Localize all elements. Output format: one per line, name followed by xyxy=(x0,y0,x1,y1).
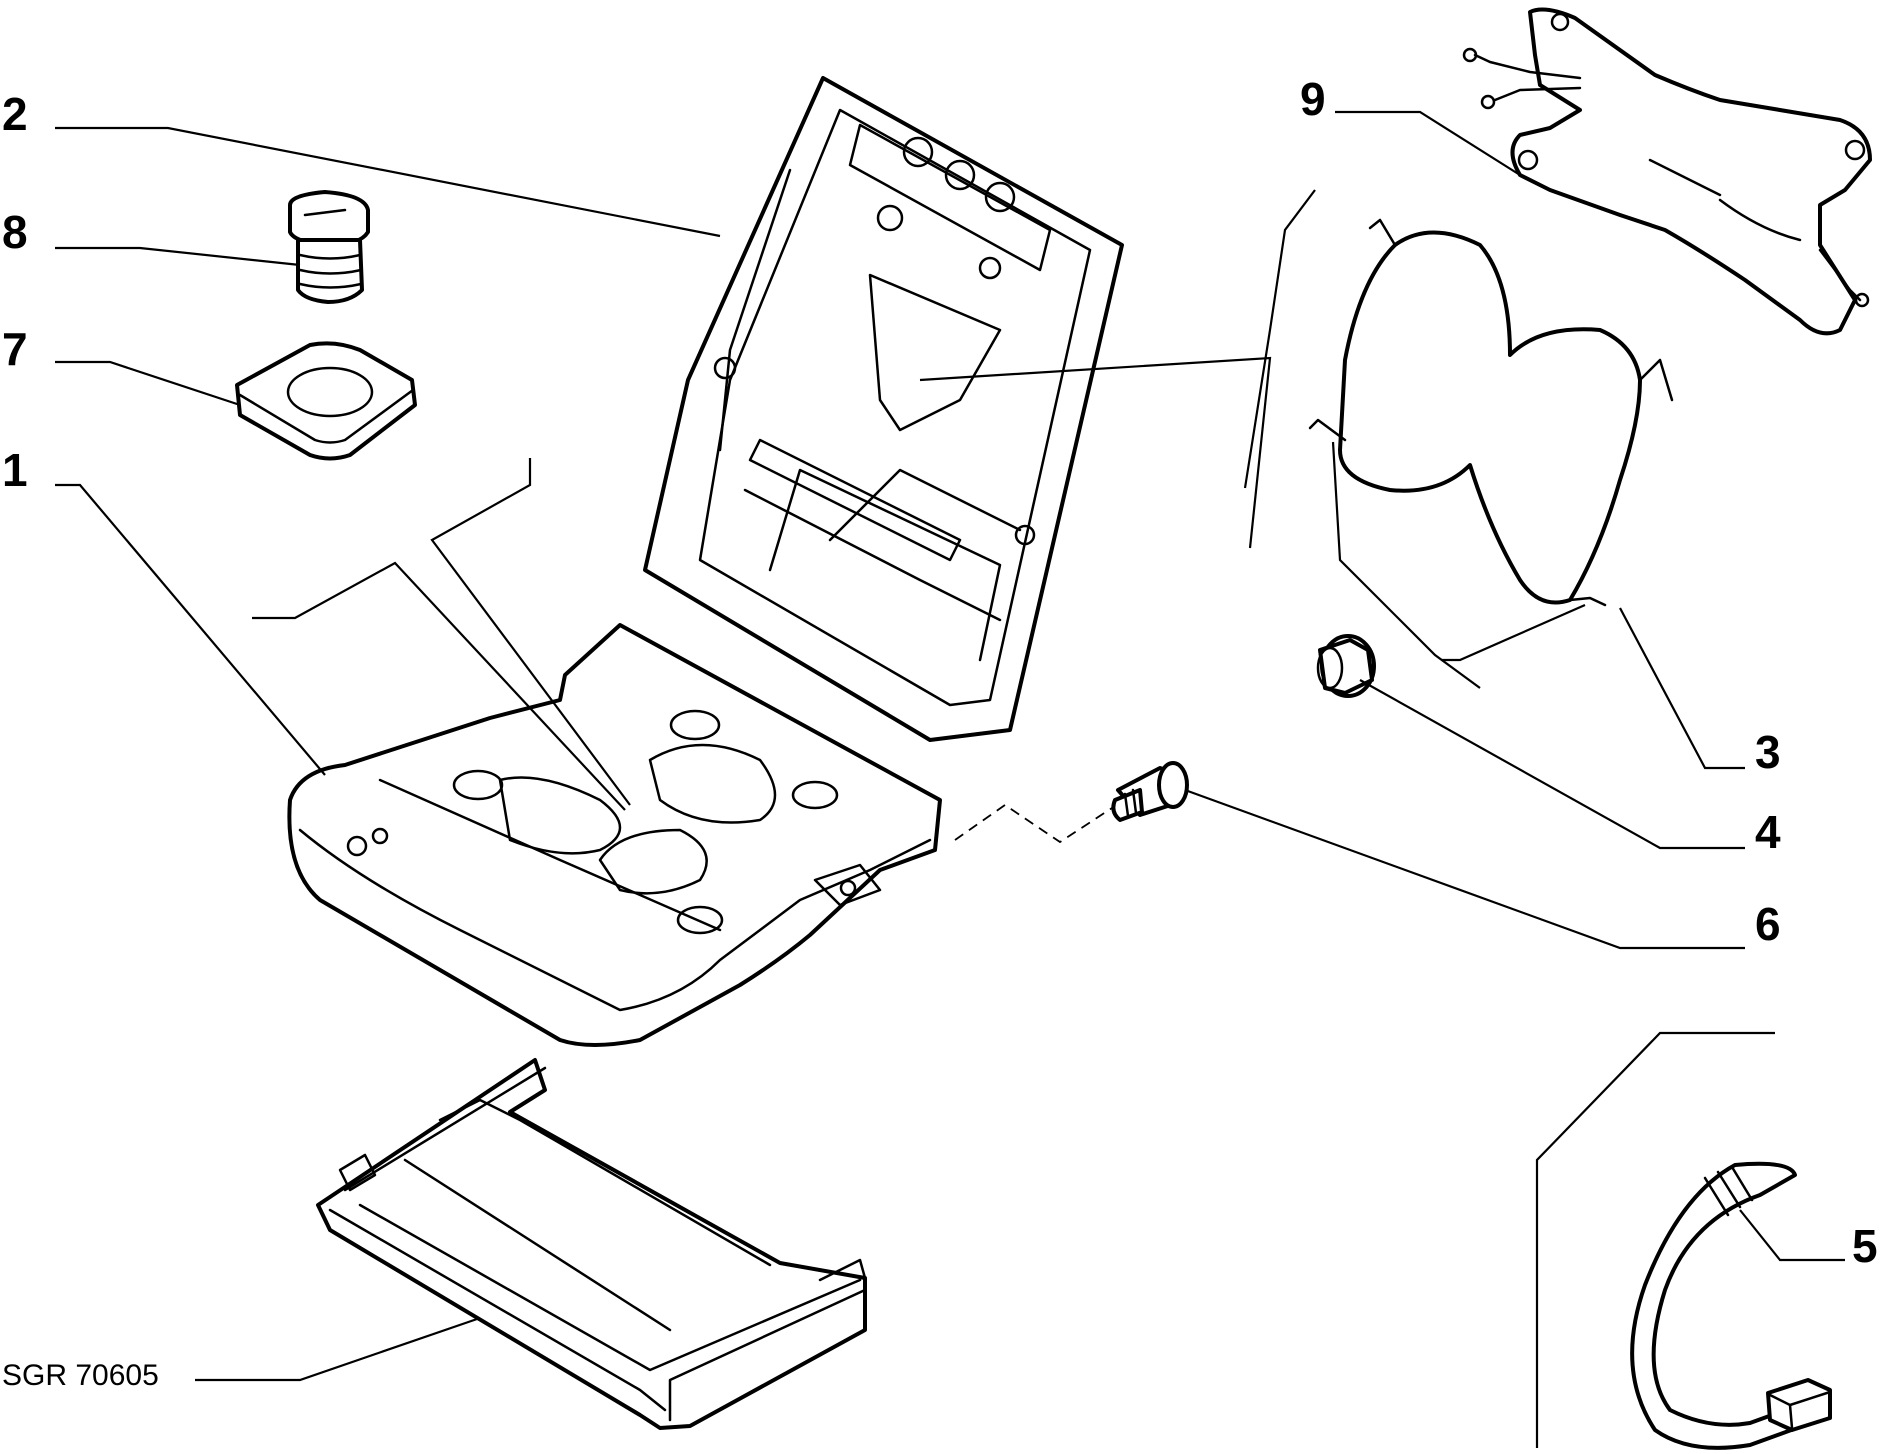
guide-strap xyxy=(1535,1031,1775,1448)
part-6-bolt xyxy=(1111,761,1189,822)
callout-6: 6 xyxy=(1755,898,1781,950)
callout-3: 3 xyxy=(1755,726,1781,778)
callout-8: 8 xyxy=(2,206,28,258)
part-1-seat-cushion-frame xyxy=(287,623,942,1047)
part-3-wire-spring xyxy=(1308,218,1674,607)
callout-7: 7 xyxy=(2,323,28,375)
callout-5: 5 xyxy=(1852,1220,1878,1272)
guide-right-a xyxy=(1243,189,1316,489)
callout-4: 4 xyxy=(1755,806,1781,858)
part-2-seat-back-frame xyxy=(643,76,1124,742)
part-5-strap xyxy=(1630,1161,1832,1450)
guide-right-d xyxy=(1442,603,1586,662)
guide-right-c xyxy=(1331,441,1481,689)
leader-4 xyxy=(1359,679,1745,850)
callout-2: 2 xyxy=(2,88,28,140)
leader-5 xyxy=(1739,1209,1845,1262)
leader-6 xyxy=(1184,788,1745,950)
part-8-plug xyxy=(288,190,370,304)
leader-3 xyxy=(1619,607,1745,770)
callout-9: 9 xyxy=(1300,73,1326,125)
guide-left-a xyxy=(252,561,626,811)
seat-base-tray xyxy=(316,1058,867,1430)
leader-lines xyxy=(55,110,1845,1448)
guide-right-b xyxy=(919,356,1272,549)
part-7-pad xyxy=(235,341,417,461)
callout-numbers: 2 8 7 1 9 3 4 6 5 SGR 70605 xyxy=(2,73,1878,1392)
leader-code xyxy=(195,1316,481,1382)
callout-1: 1 xyxy=(2,444,28,496)
leader-9 xyxy=(1335,110,1521,176)
bolt-axis xyxy=(954,803,1113,844)
leader-8 xyxy=(55,246,301,267)
part-9-hinge-bracket xyxy=(1462,7,1872,336)
leader-7 xyxy=(55,360,241,407)
figure-code: SGR 70605 xyxy=(2,1359,159,1392)
part-4-bushing xyxy=(1316,634,1376,698)
guide-left-b xyxy=(430,458,631,806)
leader-1 xyxy=(55,483,326,776)
leader-2 xyxy=(55,126,721,238)
